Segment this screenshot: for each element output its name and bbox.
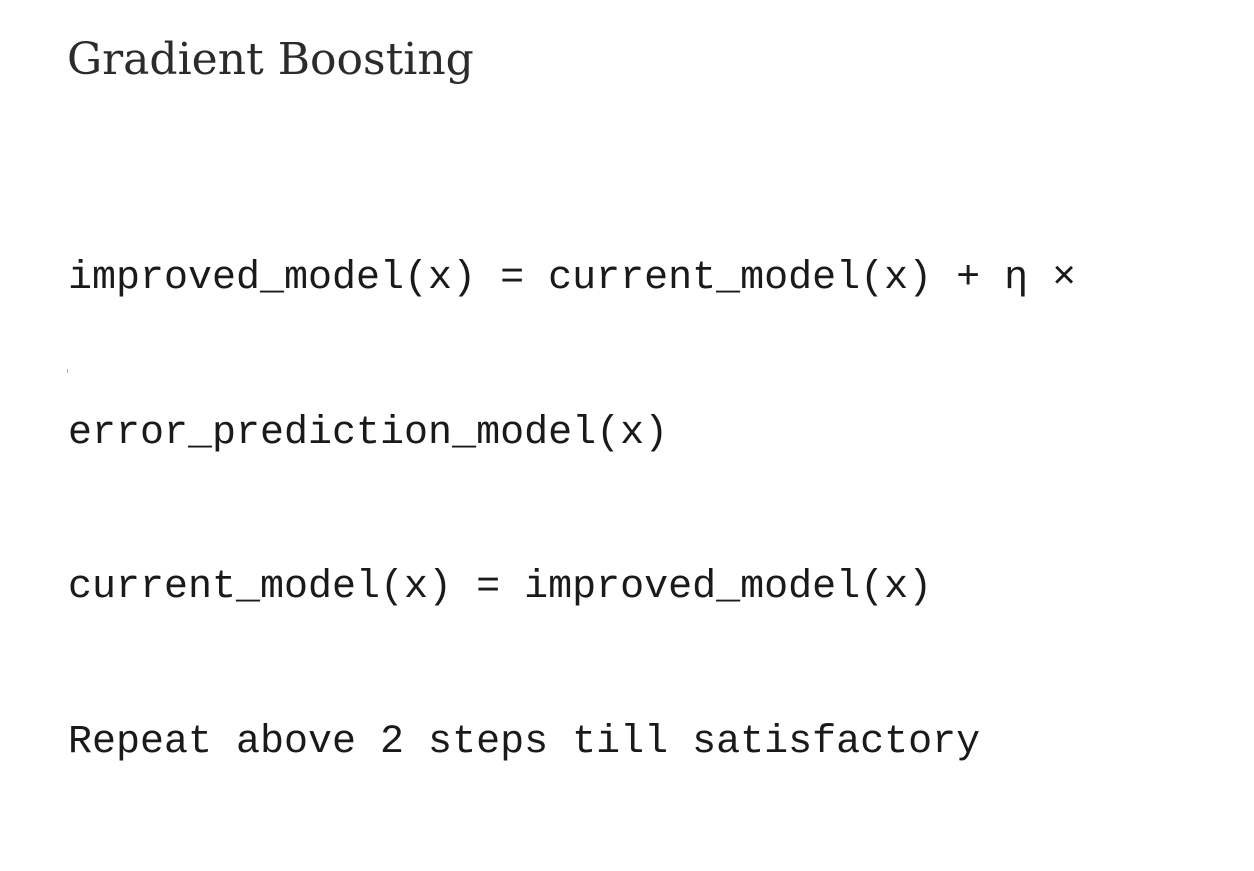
code-line-assignment: current_model(x) = improved_model(x) xyxy=(68,565,933,610)
code-line-update-formula: improved_model(x) = current_model(x) + η… xyxy=(68,256,1077,301)
code-line-repeat-instruction: Repeat above 2 steps till satisfactory xyxy=(68,719,981,765)
page-title: Gradient Boosting xyxy=(67,34,474,85)
document-page: Gradient Boosting improved_model(x) = cu… xyxy=(67,34,1077,765)
text-cursor-mark xyxy=(67,369,68,373)
code-block: improved_model(x) = current_model(x) + η… xyxy=(68,150,1076,871)
code-line-formula-continuation: error_prediction_model(x) xyxy=(68,410,669,456)
